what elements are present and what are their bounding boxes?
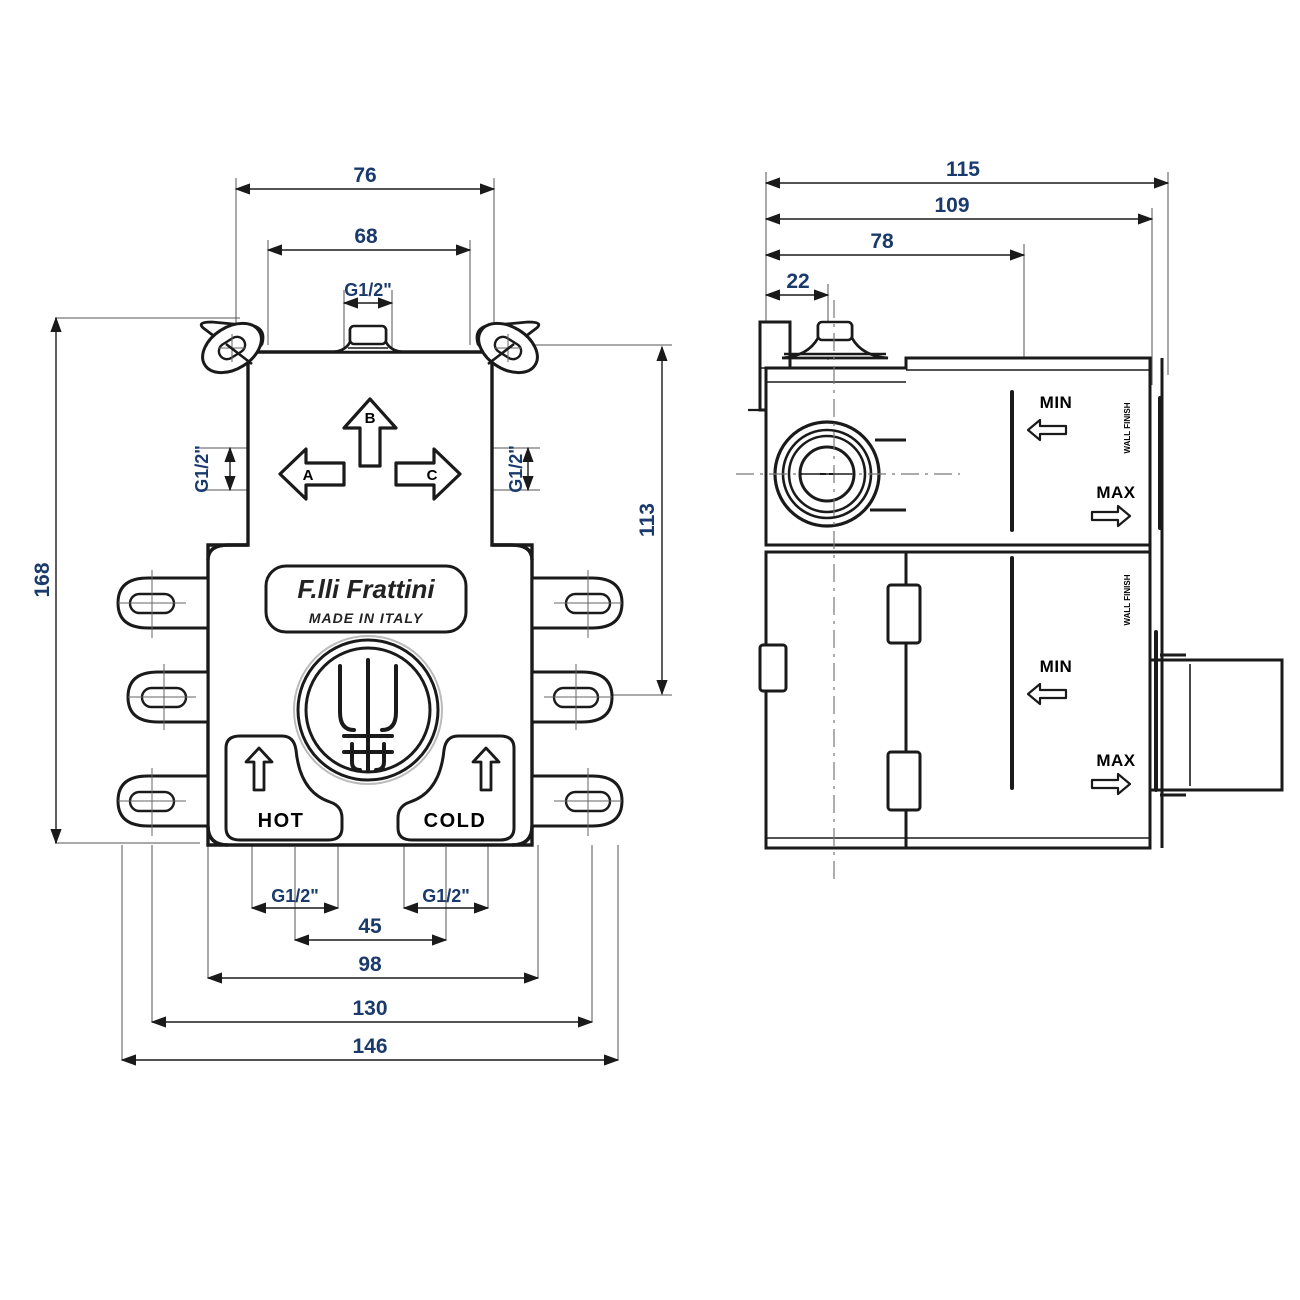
dim-45: 45 xyxy=(293,915,448,946)
mount-ear-left-2 xyxy=(126,664,210,730)
cartridge-emblem xyxy=(293,635,443,785)
min-arrow-left-icon-upper xyxy=(1026,418,1068,442)
dim-68: 68 xyxy=(266,225,472,256)
body-bottom-radius xyxy=(206,543,534,847)
dim-113: 113 xyxy=(636,345,668,696)
min-label-lower: MIN xyxy=(1040,657,1073,676)
arrow-b-up: B xyxy=(342,397,398,468)
arrow-a-label: A xyxy=(303,467,314,484)
emblem-glyph xyxy=(338,658,398,772)
brand-plate: F.lli Frattini MADE IN ITALY xyxy=(264,564,468,634)
hot-label: HOT xyxy=(258,810,305,832)
dim-left-thread: G1/2" xyxy=(192,445,236,493)
dim-right-thread-value: G1/2" xyxy=(506,445,526,493)
dim-168: 168 xyxy=(31,316,62,845)
dim-78-value: 78 xyxy=(870,230,894,253)
hot-plate: HOT xyxy=(224,734,344,842)
side-boss-mid xyxy=(758,643,788,693)
wall-finish-label-lower: WALL FINISH xyxy=(1123,574,1132,625)
mount-ear-left-3 xyxy=(116,768,210,836)
dim-top-thread: G1/2" xyxy=(342,280,394,309)
arrow-c-right: C xyxy=(394,447,462,501)
dim-22-value: 22 xyxy=(786,270,809,293)
dim-115: 115 xyxy=(764,158,1170,189)
max-label-upper: MAX xyxy=(1096,483,1135,502)
dim-130: 130 xyxy=(150,997,594,1028)
dim-98-value: 98 xyxy=(358,953,382,976)
dim-hot-thread-value: G1/2" xyxy=(271,886,319,906)
dim-146-value: 146 xyxy=(352,1035,387,1058)
dim-113-value: 113 xyxy=(636,503,659,537)
mount-ear-left-1 xyxy=(116,570,210,638)
top-outlet-boss xyxy=(329,324,407,354)
dim-top-thread-value: G1/2" xyxy=(344,280,392,300)
mount-ear-top-right xyxy=(475,320,541,375)
dim-left-thread-value: G1/2" xyxy=(192,445,212,493)
front-view: 76 68 G1/2" 168 113 G1/2" xyxy=(31,164,672,1066)
dim-146: 146 xyxy=(120,1035,620,1066)
dim-98: 98 xyxy=(206,953,540,984)
mount-ear-top-left xyxy=(199,320,265,375)
inlet-centre-lines xyxy=(294,846,447,938)
scale-group-lower: MIN MAX WALL FINISH xyxy=(1010,556,1158,796)
cold-arrow-up-icon xyxy=(471,746,501,792)
dim-76-value: 76 xyxy=(353,164,376,187)
scale-group-upper: MIN MAX WALL FINISH xyxy=(1010,390,1162,532)
dim-22: 22 xyxy=(764,270,830,301)
hot-arrow-up-icon xyxy=(244,746,274,792)
wall-finish-label-upper: WALL FINISH xyxy=(1123,402,1132,453)
cold-plate: COLD xyxy=(396,734,516,842)
cold-label: COLD xyxy=(424,810,487,832)
dim-78: 78 xyxy=(764,230,1026,261)
dim-hot-thread: G1/2" xyxy=(250,886,340,914)
dim-cold-thread: G1/2" xyxy=(402,886,490,914)
min-arrow-left-icon-lower xyxy=(1026,682,1068,706)
side-boss-upper xyxy=(886,583,922,645)
dim-130-value: 130 xyxy=(352,997,387,1020)
dim-109-value: 109 xyxy=(934,194,969,217)
dim-115-value: 115 xyxy=(946,158,980,181)
dim-45-value: 45 xyxy=(358,915,382,938)
side-outlet-spigot xyxy=(1148,653,1284,797)
dim-76: 76 xyxy=(234,164,496,195)
mount-ear-right-3 xyxy=(530,768,624,836)
dim-168-value: 168 xyxy=(31,562,54,597)
brand-name: F.lli Frattini xyxy=(297,574,435,604)
side-top-fitting xyxy=(781,320,889,360)
arrow-c-label: C xyxy=(427,467,438,484)
max-arrow-right-icon-lower xyxy=(1090,772,1132,796)
outlet-thread-stub xyxy=(348,324,388,346)
dim-109: 109 xyxy=(764,194,1154,225)
dim-cold-thread-value: G1/2" xyxy=(422,886,470,906)
arrow-a-left: A xyxy=(278,447,346,501)
max-arrow-right-icon-upper xyxy=(1090,504,1132,528)
dim-68-value: 68 xyxy=(354,225,378,248)
max-label-lower: MAX xyxy=(1096,751,1135,770)
side-lower-body xyxy=(764,550,1152,850)
mount-ear-right-1 xyxy=(530,570,624,638)
min-label-upper: MIN xyxy=(1040,393,1073,412)
dim-right-thread: G1/2" xyxy=(506,445,534,493)
brand-origin: MADE IN ITALY xyxy=(309,610,424,626)
arrow-b-label: B xyxy=(365,410,376,427)
mount-ear-right-2 xyxy=(530,664,614,730)
side-view: 115 109 78 22 xyxy=(736,158,1284,880)
side-boss-lower xyxy=(886,750,922,812)
